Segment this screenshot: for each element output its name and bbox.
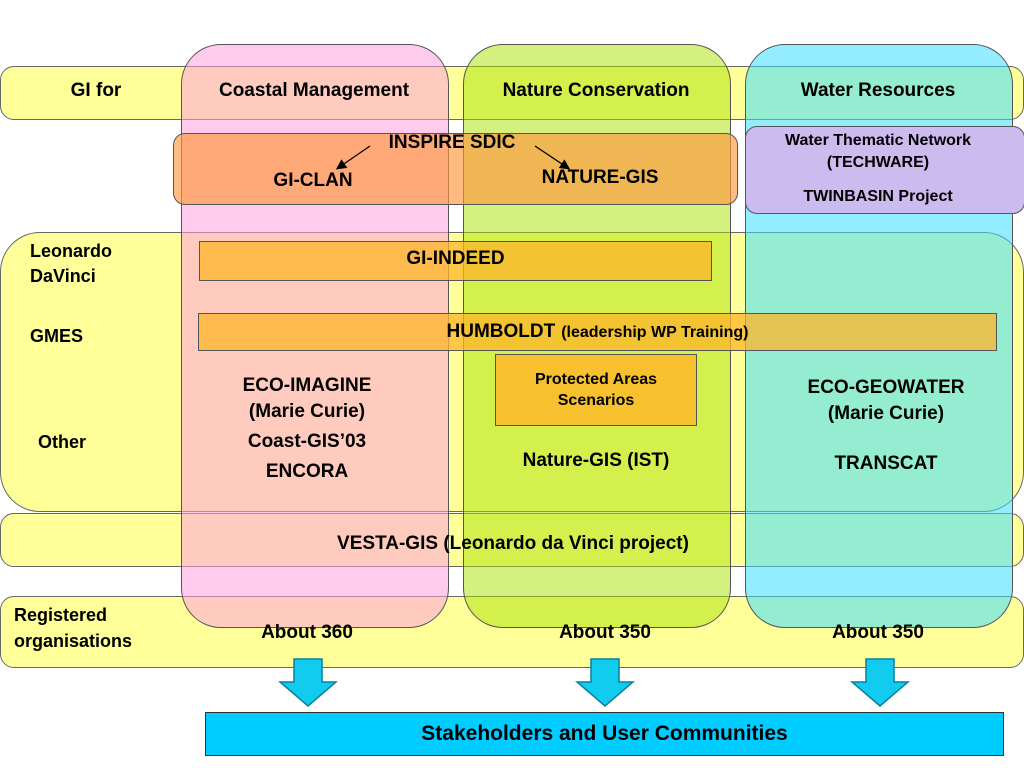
protected-areas-line1: Protected Areas [534, 371, 658, 388]
gi-clan-label: GI-CLAN [273, 170, 353, 191]
eco-imagine-line2: (Marie Curie) [248, 401, 366, 422]
water-thematic-network-line1: Water Thematic Network [784, 132, 972, 149]
leonardo-label-line1: Leonardo [30, 241, 113, 261]
registered-label-line2: organisations [14, 631, 133, 651]
arrow-down-icon [278, 658, 338, 707]
vesta-gis-label: VESTA-GIS (Leonardo da Vinci project) [337, 533, 689, 554]
inspire-sdic-box [173, 133, 738, 205]
leonardo-label-line2: DaVinci [30, 266, 96, 286]
nature-gis-ist-label: Nature-GIS (IST) [522, 450, 670, 471]
humboldt-box: HUMBOLDT (leadership WP Training) [198, 313, 997, 351]
arrow-down-icon [575, 658, 635, 707]
humboldt-label: HUMBOLDT [446, 321, 556, 342]
arrow-down-icon [850, 658, 910, 707]
nature-gis-label: NATURE-GIS [541, 167, 659, 188]
column-header-coastal: Coastal Management [218, 80, 410, 101]
inspire-arrows [335, 145, 571, 170]
eco-geowater-line2: (Marie Curie) [827, 403, 945, 424]
other-label: Other [38, 432, 87, 452]
protected-areas-line2: Scenarios [557, 392, 635, 409]
protected-areas-box: Protected Areas Scenarios [495, 354, 697, 426]
eco-geowater-line1: ECO-GEOWATER [807, 377, 965, 398]
registered-label-line1: Registered [14, 605, 108, 625]
gmes-label: GMES [30, 326, 84, 346]
water-thematic-network-line2: (TECHWARE) [826, 154, 930, 171]
registered-count-water: About 350 [832, 622, 924, 643]
twinbasin-label: TWINBASIN Project [803, 188, 953, 205]
registered-count-coastal: About 360 [261, 622, 353, 643]
coast-gis-label: Coast-GIS’03 [247, 431, 367, 452]
gi-indeed-box: GI-INDEED [199, 241, 712, 281]
gi-indeed-label: GI-INDEED [406, 248, 505, 269]
column-header-nature: Nature Conservation [502, 80, 690, 101]
gi-for-label: GI for [70, 80, 122, 101]
registered-count-nature: About 350 [559, 622, 651, 643]
humboldt-note: (leadership WP Training) [561, 324, 749, 341]
eco-imagine-line1: ECO-IMAGINE [242, 375, 372, 396]
stakeholders-label: Stakeholders and User Communities [421, 722, 788, 745]
stakeholders-box: Stakeholders and User Communities [205, 712, 1004, 756]
column-header-water: Water Resources [800, 80, 956, 101]
water-thematic-network-box [745, 126, 1024, 214]
transcat-label: TRANSCAT [834, 453, 938, 474]
encora-label: ENCORA [265, 461, 349, 482]
inspire-sdic-title: INSPIRE SDIC [388, 132, 516, 153]
